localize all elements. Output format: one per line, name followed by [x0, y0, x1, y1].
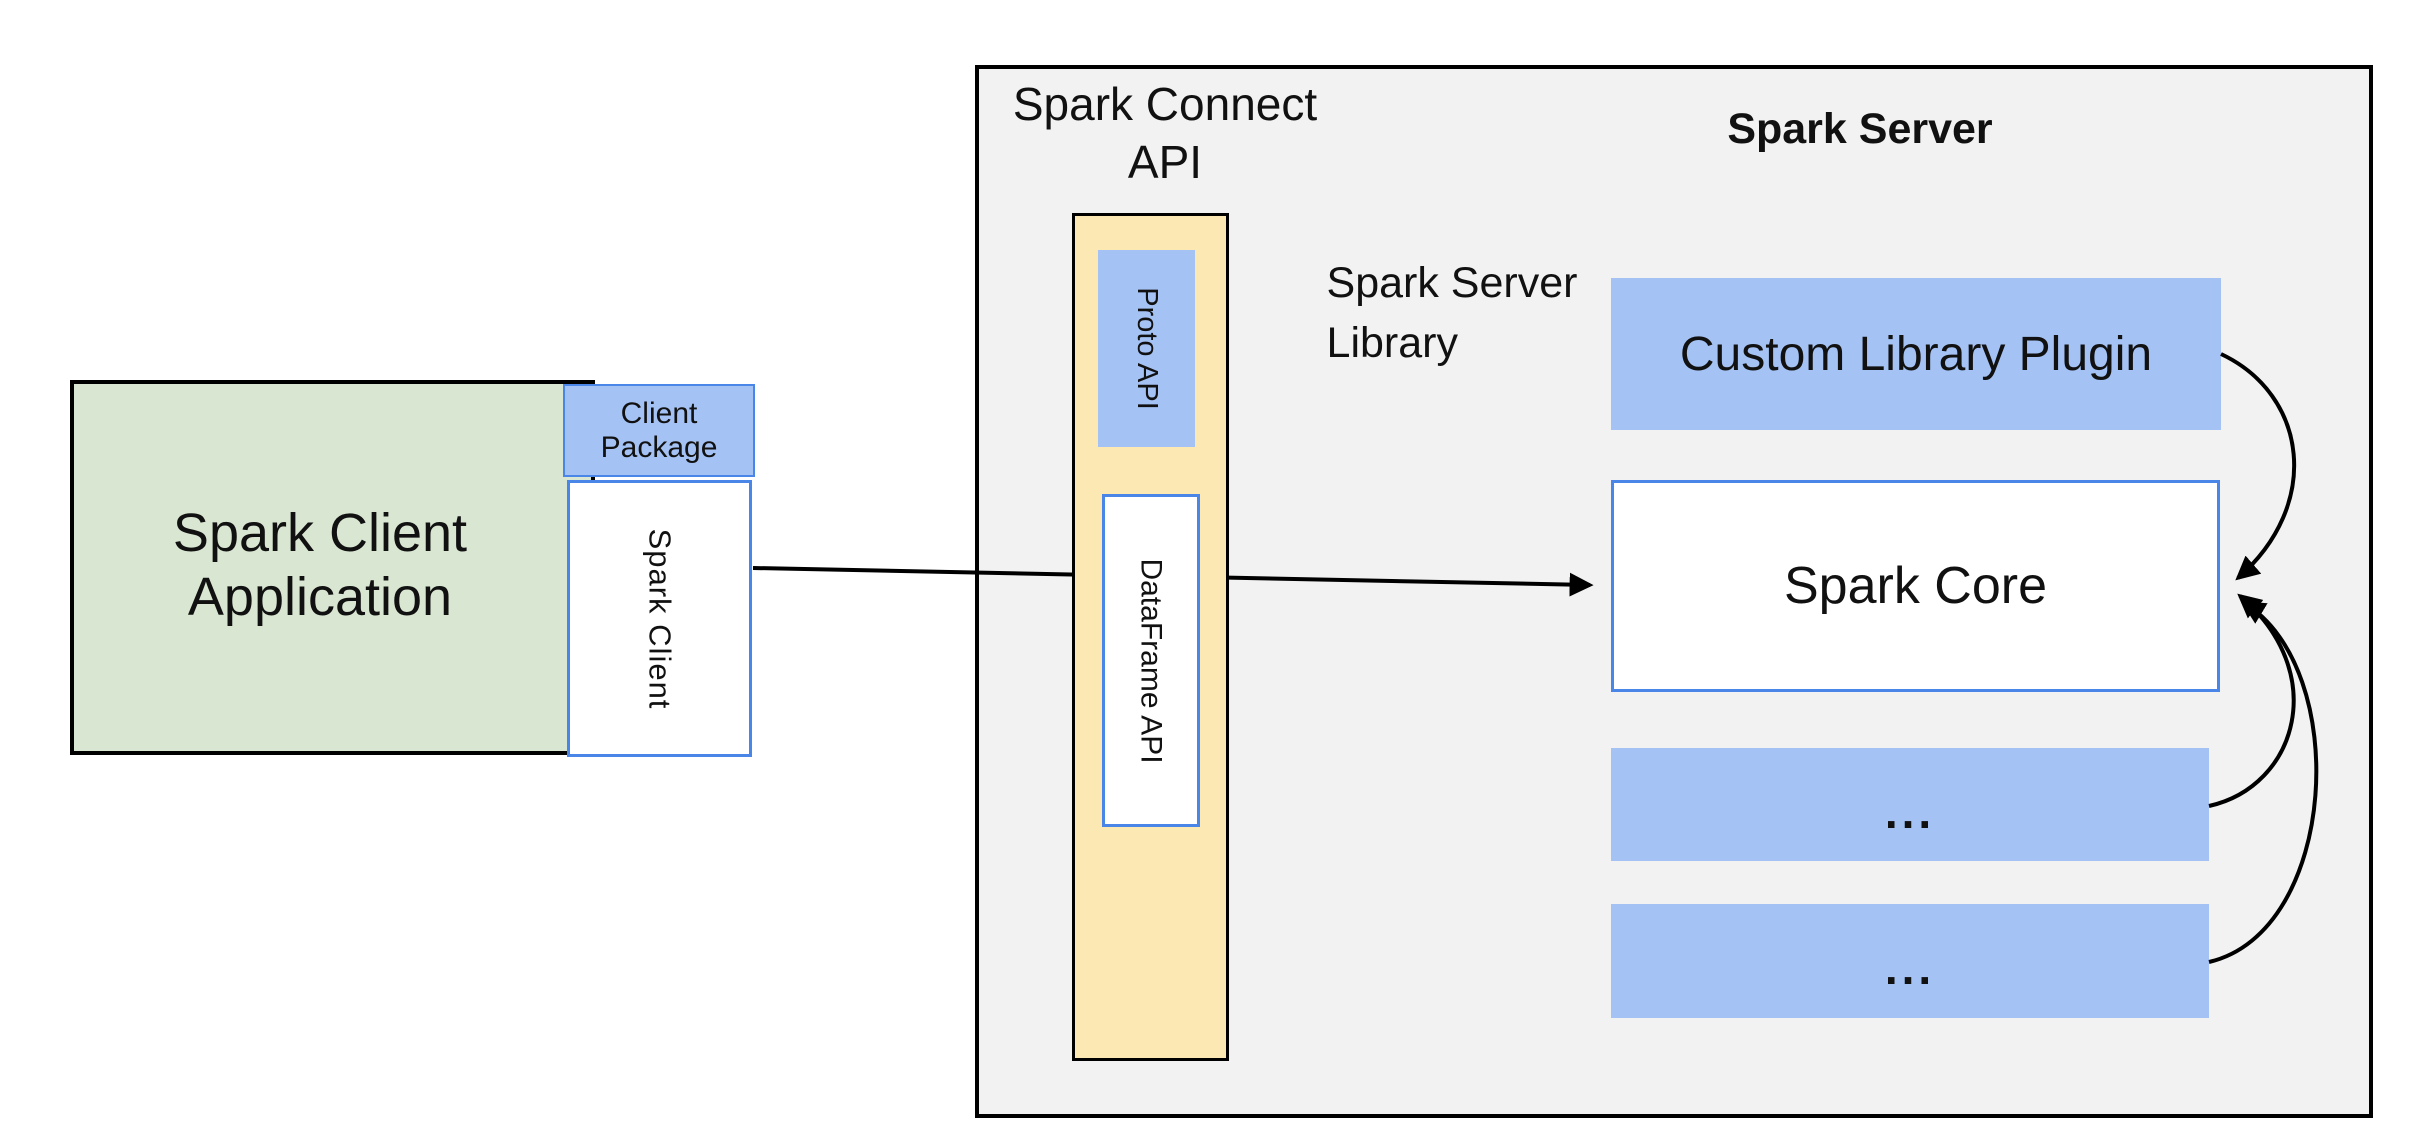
proto-api-label: Proto API: [1131, 287, 1164, 410]
spark-client-box: Spark Client: [567, 480, 752, 757]
spark-client-label: Spark Client: [642, 528, 678, 709]
spark-core-box: Spark Core: [1611, 480, 2220, 692]
dataframe-api-label: DataFrame API: [1135, 557, 1169, 764]
spark-client-application-box: [70, 380, 595, 755]
custom-library-plugin-label: Custom Library Plugin: [1679, 327, 2153, 381]
dataframe-api-box: DataFrame API: [1102, 494, 1200, 827]
proto-api-box: Proto API: [1098, 250, 1195, 447]
spark-server-library-label: Spark Server Library: [1326, 259, 1578, 367]
custom-library-plugin-box: Custom Library Plugin: [1611, 278, 2221, 430]
spark-core-label: Spark Core: [1784, 557, 2047, 615]
plugin-placeholder-dots-1: ...: [1884, 785, 1936, 838]
client-package-label: Client Package: [600, 396, 718, 464]
client-package-box: Client Package: [563, 384, 755, 477]
plugin-placeholder-dots-2: ...: [1884, 942, 1936, 994]
spark-client-application-label: Spark Client Application: [172, 503, 468, 627]
spark-connect-api-label: Spark Connect API: [1012, 78, 1318, 188]
plugin-placeholder-box-2: ...: [1611, 904, 2209, 1018]
spark-server-title: Spark Server: [1727, 104, 1993, 153]
plugin-placeholder-box-1: ...: [1611, 748, 2209, 861]
